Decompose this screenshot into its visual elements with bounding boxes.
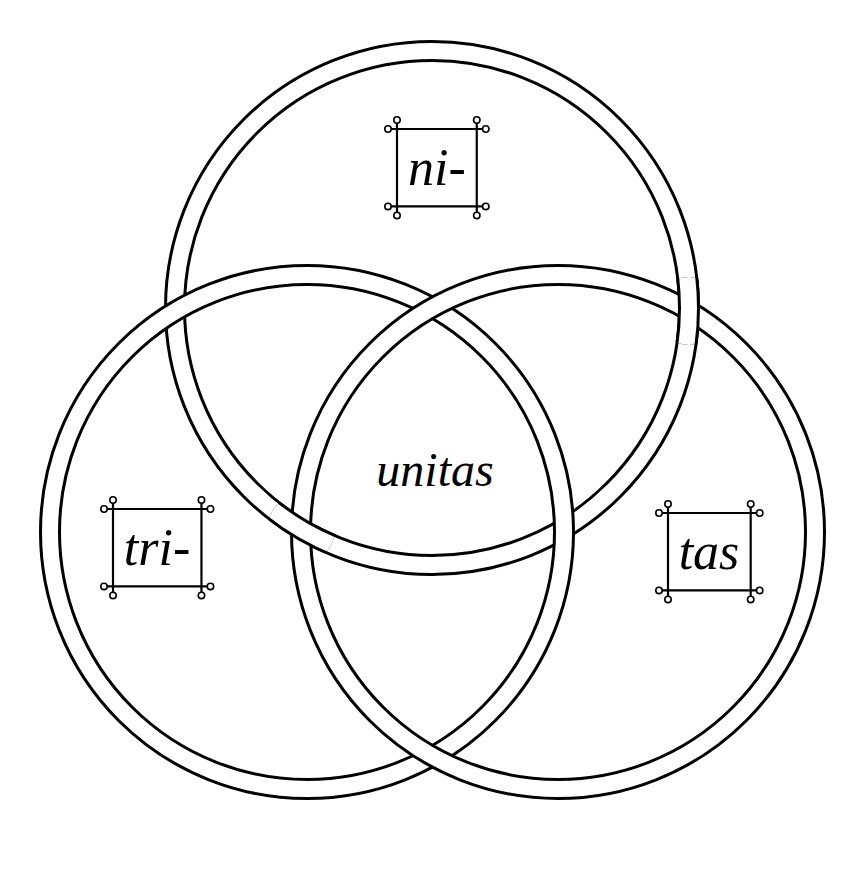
ring: [301, 275, 815, 789]
ring-band: [301, 275, 815, 789]
syllable-box: tri-: [112, 508, 202, 587]
ring-overpass: [175, 51, 689, 565]
syllable-text: tri-: [124, 510, 190, 585]
syllable-box: tas: [667, 512, 752, 591]
ring-band: [175, 51, 689, 565]
syllable-text: tas: [679, 514, 740, 589]
syllable-box: ni-: [396, 128, 478, 207]
center-word: unitas: [376, 435, 493, 505]
ring-edge: [301, 275, 815, 789]
ring-edge: [175, 51, 689, 565]
syllable-text: ni-: [408, 130, 466, 205]
